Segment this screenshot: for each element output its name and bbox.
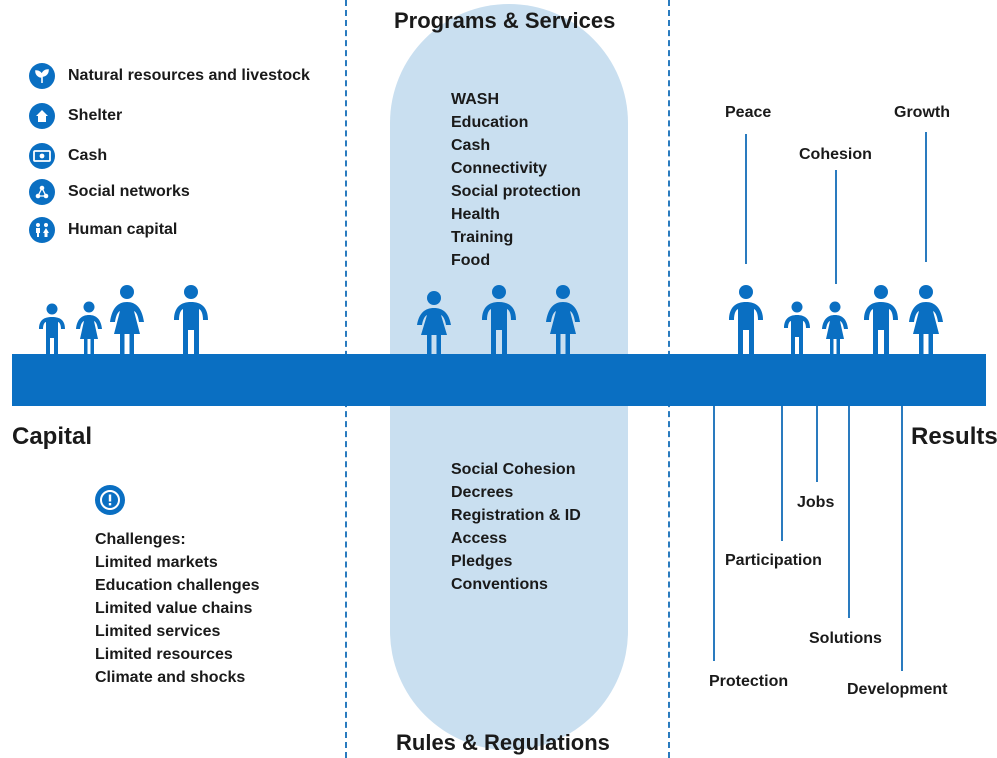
rules-list: Social Cohesion Decrees Registration & I…	[451, 458, 581, 596]
sprout-icon	[29, 63, 55, 89]
capital-item-human-capital: Human capital	[29, 216, 177, 244]
timeline-band	[12, 354, 986, 406]
result-participation: Participation	[725, 552, 822, 569]
capital-item-label: Natural resources and livestock	[68, 67, 310, 84]
person-icon	[864, 285, 898, 355]
person-icon	[110, 285, 144, 355]
solutions-stem	[848, 406, 850, 618]
list-item: Food	[451, 252, 491, 269]
capital-item-label: Human capital	[68, 221, 178, 238]
results-label: Results	[911, 423, 997, 450]
list-item: Education	[451, 114, 529, 131]
result-solutions: Solutions	[809, 630, 882, 647]
list-item: Access	[451, 530, 508, 547]
list-item: Registration & ID	[451, 507, 581, 524]
list-item: Social Cohesion	[451, 461, 576, 478]
development-stem	[901, 406, 903, 671]
list-item: WASH	[451, 91, 499, 108]
list-item: Social protection	[451, 183, 581, 200]
list-item: Limited markets	[95, 554, 218, 571]
growth-stem	[925, 132, 927, 262]
result-growth: Growth	[894, 104, 950, 121]
person-icon	[482, 285, 516, 355]
network-icon	[29, 179, 55, 205]
capital-item-social-networks: Social networks	[29, 178, 190, 206]
programs-title: Programs & Services	[394, 8, 616, 33]
challenges-list: Challenges: Limited markets Education ch…	[95, 528, 259, 689]
result-cohesion: Cohesion	[799, 146, 872, 163]
list-item: Training	[451, 229, 514, 246]
alert-icon	[95, 485, 125, 515]
list-item: Climate and shocks	[95, 669, 246, 686]
list-item: Conventions	[451, 576, 548, 593]
programs-list: WASH Education Cash Connectivity Social …	[451, 88, 581, 272]
capital-item-cash: Cash	[29, 142, 107, 170]
list-item: Connectivity	[451, 160, 548, 177]
cohesion-stem	[835, 170, 837, 284]
list-item: Challenges:	[95, 531, 186, 548]
list-item: Limited value chains	[95, 600, 253, 617]
capital-label: Capital	[12, 423, 93, 450]
person-icon	[909, 285, 943, 355]
list-item: Limited resources	[95, 646, 233, 663]
peace-stem	[745, 134, 747, 264]
person-icon	[729, 285, 763, 355]
capital-item-natural-resources: Natural resources and livestock	[29, 62, 310, 90]
result-jobs: Jobs	[797, 494, 835, 511]
list-item: Cash	[451, 137, 491, 154]
result-development: Development	[847, 681, 948, 698]
protection-stem	[713, 406, 715, 661]
person-icon	[76, 301, 102, 355]
list-item: Decrees	[451, 484, 514, 501]
result-protection: Protection	[709, 673, 789, 690]
capital-item-label: Shelter	[68, 107, 123, 124]
result-peace: Peace	[725, 104, 772, 121]
capital-item-label: Cash	[68, 147, 108, 164]
person-icon	[784, 301, 810, 355]
jobs-stem	[816, 406, 818, 482]
person-icon	[174, 285, 208, 355]
house-icon	[29, 103, 55, 129]
person-icon	[546, 285, 580, 355]
capital-item-shelter: Shelter	[29, 102, 122, 130]
capital-item-label: Social networks	[68, 183, 190, 200]
participation-stem	[781, 406, 783, 541]
rules-title: Rules & Regulations	[396, 730, 610, 755]
list-item: Limited services	[95, 623, 221, 640]
list-item: Health	[451, 206, 500, 223]
family-icon	[29, 217, 55, 243]
cash-icon	[29, 143, 55, 169]
list-item: Pledges	[451, 553, 513, 570]
person-icon	[417, 291, 451, 355]
list-item: Education challenges	[95, 577, 260, 594]
person-icon	[39, 303, 65, 355]
person-icon	[822, 301, 848, 355]
